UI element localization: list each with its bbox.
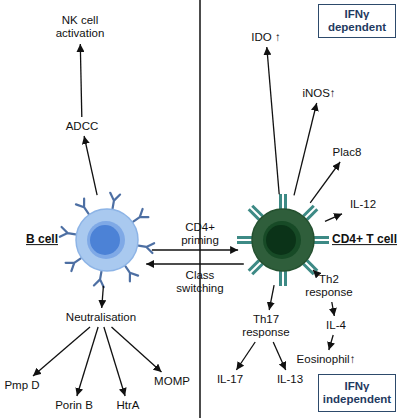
receptor-symbol — [314, 236, 329, 244]
receptor-symbol — [279, 271, 287, 286]
category-text: IFNγ independent — [319, 380, 395, 406]
node-text: Th2 response — [302, 273, 356, 299]
antigen-label: Pmp D — [2, 378, 42, 393]
antibody-symbol — [94, 271, 106, 288]
effect-label: IL-4 — [322, 318, 350, 333]
effect-label: Neutralisation — [61, 310, 141, 325]
cell-title: CD4+ T cell — [332, 233, 397, 247]
antibody-ring — [60, 193, 154, 287]
arrow-connector — [310, 162, 340, 203]
antibody-symbol — [60, 227, 77, 239]
node-text: Neutralisation — [66, 311, 136, 324]
effect-label: IL-12 — [344, 197, 382, 212]
arrow-connector — [102, 286, 104, 308]
node-text: HtrA — [117, 399, 140, 412]
node-text: Plac8 — [333, 146, 362, 159]
node-text: NK cell activation — [50, 14, 110, 40]
arrow-connector — [332, 302, 335, 316]
effect-label: IDO ↑ — [244, 30, 288, 45]
arrow-connector — [80, 44, 82, 117]
category-box: IFNγ dependent — [318, 4, 396, 38]
category-text: IFNγ dependent — [319, 8, 395, 34]
effect-label: iNOS↑ — [298, 86, 340, 101]
arrow-connector — [236, 342, 255, 370]
cell-node: B cell — [74, 207, 140, 273]
cell-title: B cell — [26, 233, 58, 247]
node-text: IL-4 — [326, 319, 346, 332]
node-text: ADCC — [66, 120, 99, 133]
effect-label: Th17 response — [240, 312, 292, 340]
arrow-connector — [273, 342, 286, 370]
arrow-connector — [146, 263, 244, 264]
node-text: IL-12 — [350, 198, 376, 211]
node-text: Pmp D — [4, 379, 39, 392]
node-text: IL-17 — [217, 373, 243, 386]
cell-outline — [250, 207, 316, 273]
edge-label: CD4+ priming — [172, 221, 228, 247]
node-text: Th17 response — [240, 313, 292, 339]
category-box: IFNγ independent — [318, 374, 396, 412]
arrow-connector — [269, 285, 274, 310]
node-text: MOMP — [154, 375, 190, 388]
node-text: Eosinophil↑ — [297, 353, 356, 366]
arrow-connector — [84, 136, 97, 195]
antigen-label: MOMP — [150, 374, 194, 389]
node-text: IDO ↑ — [251, 31, 280, 44]
antibody-symbol — [138, 241, 155, 253]
cell-body — [76, 209, 138, 271]
node-text: Porin B — [55, 399, 93, 412]
effect-label: Th2 response — [302, 272, 356, 300]
effect-label: Plac8 — [327, 145, 367, 160]
cell-node: CD4+ T cell — [250, 207, 316, 273]
cell-nucleus — [263, 221, 301, 259]
effect-label: Eosinophil↑ — [292, 352, 360, 367]
cell-body — [252, 209, 314, 271]
arrow-connector — [77, 327, 98, 396]
node-text: IL-13 — [277, 373, 303, 386]
cell-outline — [74, 207, 140, 273]
effect-label: IL-17 — [212, 372, 248, 387]
node-text: iNOS↑ — [302, 87, 335, 100]
arrow-connector — [267, 47, 279, 194]
antigen-label: HtrA — [110, 398, 146, 413]
arrow-connector — [313, 270, 316, 273]
antibody-symbol — [108, 193, 120, 210]
arrow-connector — [112, 327, 162, 372]
antigen-label: Porin B — [50, 398, 98, 413]
arrow-connector — [294, 103, 317, 195]
receptor-symbol — [279, 194, 287, 209]
divider-line — [199, 0, 201, 418]
cell-nucleus — [90, 225, 120, 255]
edge-label: Class switching — [172, 269, 228, 295]
arrow-connector — [329, 335, 333, 350]
arrow-connector — [325, 214, 342, 222]
receptor-ring — [237, 194, 329, 286]
effect-label: NK cell activation — [50, 12, 110, 42]
arrow-connector — [104, 327, 125, 396]
effect-label: ADCC — [60, 119, 104, 134]
receptor-symbol — [237, 236, 252, 244]
arrow-connector — [152, 249, 238, 250]
effect-label: IL-13 — [272, 372, 308, 387]
cell-nucleus — [87, 221, 125, 259]
arrow-connector — [33, 327, 90, 376]
cell-nucleus — [266, 225, 296, 255]
